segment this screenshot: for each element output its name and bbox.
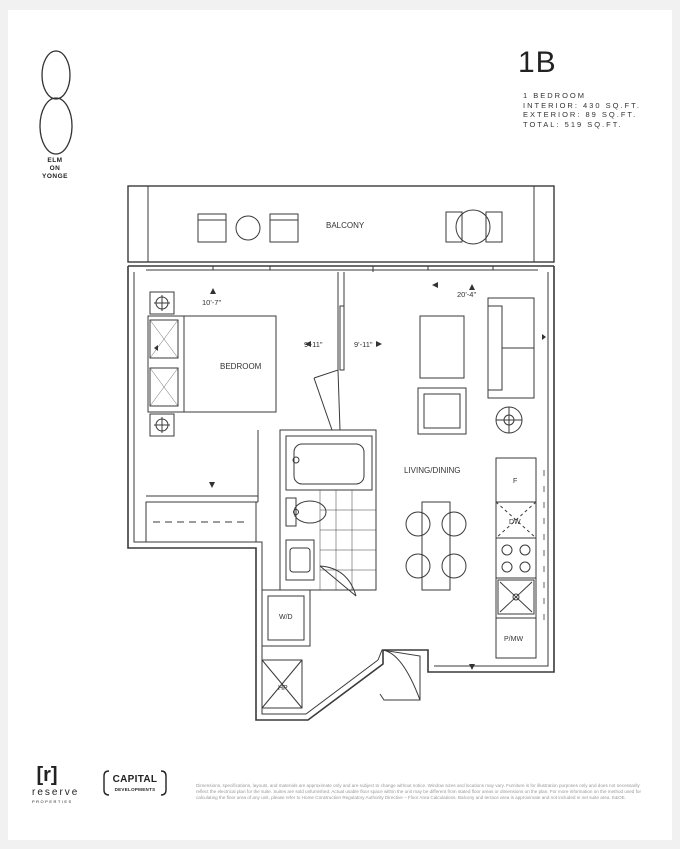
dining-table <box>421 501 451 591</box>
balcony-chair <box>485 211 503 243</box>
dim-living-length: 9'-11" <box>354 340 373 349</box>
reserve-name: reserve <box>32 787 80 798</box>
label-dishwasher: DW <box>509 519 521 526</box>
dim-living-width: 20'-4" <box>457 290 476 299</box>
balcony-table <box>235 215 261 241</box>
label-fridge: F <box>513 478 517 485</box>
toilet-tank <box>285 497 297 527</box>
dining-chair <box>441 553 467 579</box>
elm-on-yonge-logo <box>39 50 73 155</box>
brand-line-elm: ELM <box>47 157 63 164</box>
unit-info: 1 BEDROOM INTERIOR: 430 SQ.FT. EXTERIOR:… <box>523 91 641 129</box>
unit-outer-wall <box>127 266 555 721</box>
balcony-chair <box>269 213 299 243</box>
washer-dryer-closet <box>261 589 311 647</box>
dim-bedroom-width: 10'-7" <box>202 298 221 307</box>
pantry-microwave <box>495 617 537 659</box>
heat-pump-closet <box>261 659 303 709</box>
capital-name: CAPITAL <box>112 774 158 785</box>
label-pantry-microwave: P/MW <box>504 636 523 643</box>
unit-bedrooms: 1 BEDROOM <box>523 91 587 100</box>
label-bedroom: BEDROOM <box>220 362 262 371</box>
dining-chair <box>405 553 431 579</box>
label-living-dining: LIVING/DINING <box>404 466 460 475</box>
floorplan-page: ELM ON YONGE 1B 1 BEDROOM INTERIOR: 430 … <box>8 10 672 840</box>
unit-code: 1B <box>518 46 557 79</box>
coffee-table <box>419 315 465 379</box>
nightstand <box>149 291 175 315</box>
brand-line-on: ON <box>49 165 61 172</box>
disclaimer-text: Dimensions, specifications, layouts, and… <box>196 783 641 800</box>
kitchen-counter <box>495 457 537 659</box>
brand-line-yonge: YONGE <box>42 173 68 180</box>
unit-interior-area: INTERIOR: 430 SQ.FT. <box>523 100 641 110</box>
capital-developments-logo: CAPITAL DEVELOPMENTS <box>103 769 167 797</box>
label-washer-dryer: W/D <box>279 614 293 621</box>
bedroom-closet <box>145 501 257 543</box>
label-heat-pump: HP <box>278 685 288 692</box>
reserve-sub: PROPERTIES <box>32 799 73 804</box>
balcony-round-table <box>455 209 491 245</box>
nightstand <box>149 413 175 437</box>
capital-sub: DEVELOPMENTS <box>114 787 156 792</box>
pillow <box>149 319 179 359</box>
capital-logo-frame <box>103 770 167 796</box>
reserve-mark: [r] <box>36 764 58 786</box>
unit-total-area: TOTAL: 519 SQ.FT. <box>523 119 623 129</box>
vanity <box>285 539 315 581</box>
balcony-chair <box>445 211 463 243</box>
dining-chair <box>405 511 431 537</box>
floor-plan-drawing: BALCONY BEDROOM LIVING/DINING F DW P/MW … <box>127 185 555 721</box>
unit-exterior-area: EXTERIOR: 89 SQ.FT. <box>523 110 638 119</box>
entry-door <box>377 649 421 701</box>
reserve-properties-logo: [r] reserve PROPERTIES <box>32 765 102 804</box>
balcony-outline <box>127 185 555 263</box>
dining-chair <box>441 511 467 537</box>
dim-bedroom-length: 9'-11" <box>304 340 323 349</box>
balcony-chair <box>197 213 227 243</box>
cooktop <box>495 537 537 579</box>
armchair <box>417 387 467 435</box>
bathtub <box>285 435 373 491</box>
pillow <box>149 367 179 407</box>
sink <box>497 579 535 615</box>
label-balcony: BALCONY <box>326 221 365 230</box>
